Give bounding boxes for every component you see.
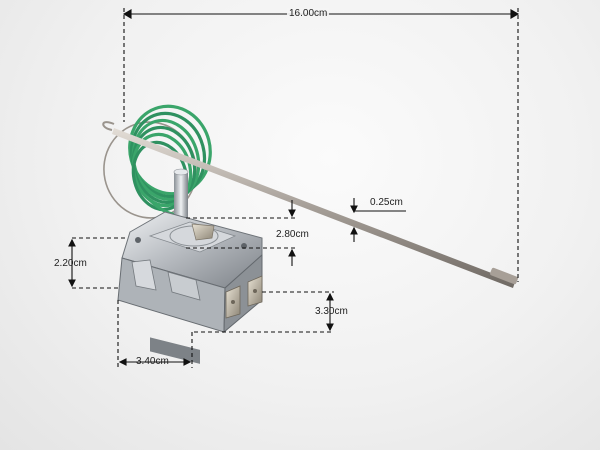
diameter-label: 0.25cm bbox=[370, 197, 403, 208]
length-label: 16.00cm bbox=[287, 8, 330, 20]
dim-body-width bbox=[68, 237, 126, 289]
dim-shaft-height bbox=[186, 200, 296, 266]
body-length-label: 3.40cm bbox=[136, 356, 169, 367]
body-width-label: 2.20cm bbox=[54, 258, 87, 269]
dim-body-depth bbox=[194, 291, 334, 333]
body-depth-label: 3.30cm bbox=[315, 306, 348, 317]
thermostat bbox=[102, 104, 518, 364]
spade-terminals bbox=[225, 275, 263, 319]
probe-rod bbox=[102, 121, 518, 288]
dim-probe-diameter bbox=[350, 198, 406, 242]
dim-body-length bbox=[117, 300, 193, 368]
thermostat-body bbox=[117, 211, 263, 364]
capillary-coil bbox=[128, 104, 212, 217]
shaft-height-label: 2.80cm bbox=[276, 229, 309, 240]
